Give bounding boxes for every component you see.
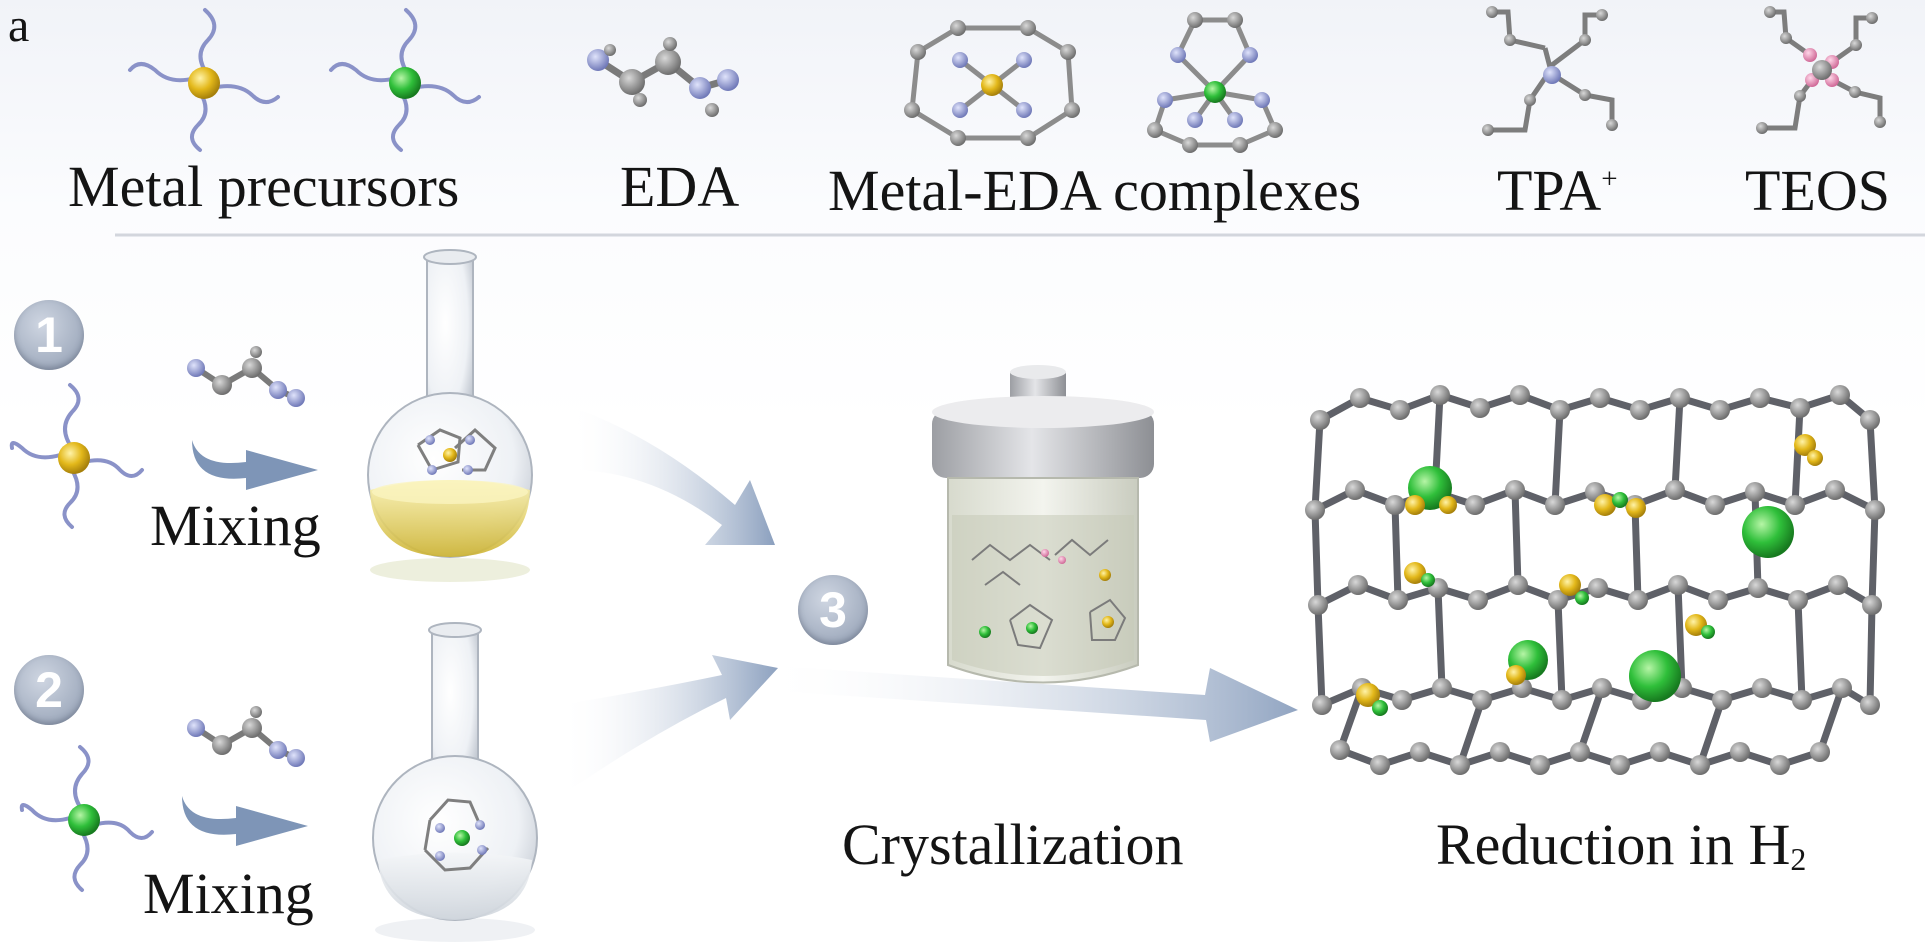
- legend-metal-eda-complexes: Metal-EDA complexes: [828, 158, 1362, 223]
- legend-eda: EDA: [620, 154, 740, 219]
- step-3-badge: 3: [798, 575, 868, 645]
- legend-metal-precursors: Metal precursors: [68, 154, 460, 219]
- tpa-molecule-icon: [1482, 6, 1618, 136]
- teos-molecule-icon: [1756, 6, 1886, 134]
- step2-eda-icon: [187, 706, 305, 767]
- step1-eda-icon: [187, 346, 305, 407]
- flask-clear-solution-icon: [372, 622, 538, 942]
- step1-mixing-arrow-icon: [192, 440, 318, 490]
- panel-label: a: [8, 0, 30, 52]
- autoclave-jar-icon: [932, 365, 1154, 684]
- reduction-text: Reduction in H: [1436, 812, 1791, 877]
- legend-tpa-charge: +: [1601, 163, 1618, 196]
- mixing-label-bottom: Mixing: [143, 861, 314, 926]
- mixing-label-top: Mixing: [150, 493, 321, 558]
- converge-arrow-bottom-icon: [560, 655, 778, 790]
- legend-tpa: TPA+: [1497, 162, 1618, 220]
- step1-metal-precursor-icon: [9, 383, 144, 529]
- converge-arrow-top-icon: [570, 410, 775, 545]
- metal-precursor-yellow-icon: [128, 8, 280, 152]
- zeolite-atoms-icon: [1305, 385, 1885, 775]
- eda-molecule-icon: [587, 37, 739, 117]
- crystallization-arrow-icon: [760, 665, 1298, 742]
- crystallization-label: Crystallization: [842, 812, 1184, 877]
- step2-metal-precursor-icon: [19, 745, 154, 892]
- flask-yellow-solution-icon: [367, 249, 533, 582]
- legend-tpa-text: TPA: [1497, 158, 1602, 223]
- metal-nanoparticles-icon: [1356, 434, 1823, 716]
- step-1-badge: 1: [14, 300, 84, 370]
- green-nanoparticle-cluster: [1405, 466, 1457, 515]
- metal-eda-complex-yellow-icon: [904, 20, 1080, 146]
- metal-eda-complex-green-icon: [1147, 12, 1283, 153]
- legend-teos: TEOS: [1745, 158, 1890, 223]
- reduction-label: Reduction in H2: [1436, 816, 1807, 877]
- step-2-badge: 2: [14, 655, 84, 725]
- step2-mixing-arrow-icon: [182, 796, 308, 846]
- reduction-subscript: 2: [1790, 841, 1807, 877]
- metal-precursor-green-icon: [329, 8, 481, 152]
